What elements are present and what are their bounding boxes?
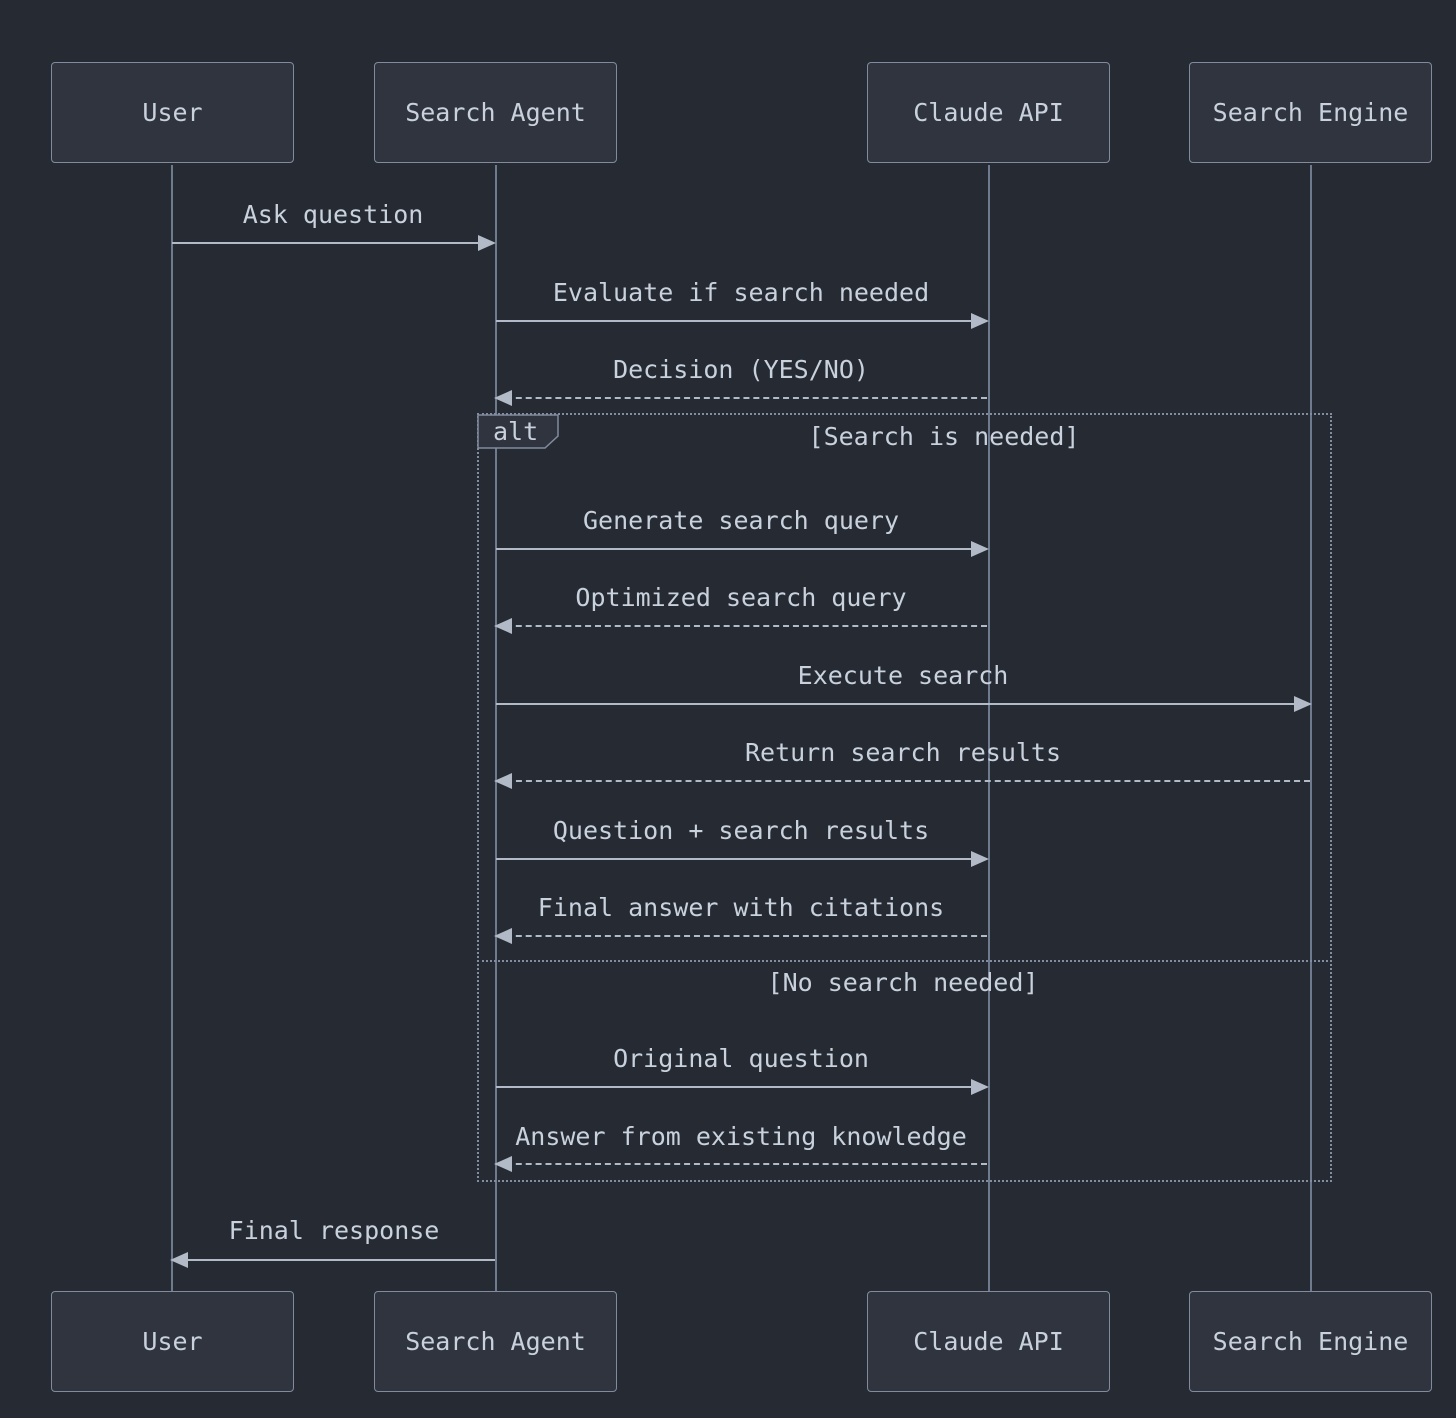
alt-guard-no-search-needed: [No search needed]	[767, 968, 1039, 997]
participant-search-engine-bottom: Search Engine	[1189, 1291, 1432, 1392]
message-arrow-final-response	[170, 1252, 495, 1268]
message-arrow-execute-search	[496, 696, 1312, 712]
message-arrow-final-answer-with-citations	[494, 928, 987, 944]
participant-label: Search Engine	[1212, 1327, 1409, 1356]
message-label-final-answer-with-citations: Final answer with citations	[537, 893, 945, 922]
lifeline-search-engine	[1310, 165, 1312, 1292]
message-label-question-plus-results: Question + search results	[552, 816, 930, 845]
lifeline-user	[171, 165, 173, 1292]
participant-label: Claude API	[913, 1327, 1064, 1356]
message-label-return-search-results: Return search results	[744, 738, 1062, 767]
message-arrow-optimized-search-query	[494, 618, 987, 634]
arrowhead-icon	[494, 1156, 512, 1172]
arrowhead-icon	[1294, 696, 1312, 712]
participant-label: Search Engine	[1212, 98, 1409, 127]
participant-label: Search Agent	[405, 1327, 586, 1356]
message-label-evaluate-if-search-needed: Evaluate if search needed	[552, 278, 930, 307]
arrowhead-icon	[971, 313, 989, 329]
participant-search-agent-top: Search Agent	[374, 62, 617, 163]
message-label-original-question: Original question	[613, 1044, 869, 1073]
arrowhead-icon	[494, 773, 512, 789]
participant-label: Search Agent	[405, 98, 586, 127]
alt-else-divider	[477, 960, 1332, 962]
participant-user-bottom: User	[51, 1291, 294, 1392]
alt-frame	[477, 413, 1332, 1182]
participant-label: Claude API	[913, 98, 1064, 127]
participant-search-engine-top: Search Engine	[1189, 62, 1432, 163]
message-label-execute-search: Execute search	[797, 661, 1009, 690]
message-label-final-response: Final response	[228, 1216, 440, 1245]
participant-label: User	[142, 1327, 203, 1356]
arrowhead-icon	[494, 618, 512, 634]
message-arrow-decision	[494, 390, 987, 406]
message-arrow-ask-question	[172, 235, 496, 251]
participant-user-top: User	[51, 62, 294, 163]
message-arrow-answer-existing-knowledge	[494, 1156, 987, 1172]
message-arrow-return-search-results	[494, 773, 1310, 789]
participant-search-agent-bottom: Search Agent	[374, 1291, 617, 1392]
message-label-generate-search-query: Generate search query	[582, 506, 900, 535]
alt-label-tag: alt	[477, 414, 559, 449]
arrowhead-icon	[971, 851, 989, 867]
participant-label: User	[142, 98, 203, 127]
message-label-ask-question: Ask question	[242, 200, 424, 229]
lifeline-search-agent	[495, 165, 497, 1292]
arrowhead-icon	[170, 1252, 188, 1268]
message-arrow-evaluate-if-search-needed	[496, 313, 989, 329]
arrowhead-icon	[494, 928, 512, 944]
message-arrow-original-question	[496, 1079, 989, 1095]
arrowhead-icon	[478, 235, 496, 251]
participant-claude-api-top: Claude API	[867, 62, 1110, 163]
message-arrow-question-plus-results	[496, 851, 989, 867]
message-label-answer-existing-knowledge: Answer from existing knowledge	[515, 1122, 967, 1151]
arrowhead-icon	[971, 1079, 989, 1095]
alt-guard-search-needed: [Search is needed]	[808, 422, 1080, 451]
message-label-decision: Decision (YES/NO)	[613, 355, 869, 384]
arrowhead-icon	[494, 390, 512, 406]
message-arrow-generate-search-query	[496, 541, 989, 557]
arrowhead-icon	[971, 541, 989, 557]
message-label-optimized-search-query: Optimized search query	[575, 583, 907, 612]
lifeline-claude-api	[988, 165, 990, 1292]
alt-label: alt	[493, 417, 539, 446]
alt-tag-shape-icon	[477, 414, 559, 449]
participant-claude-api-bottom: Claude API	[867, 1291, 1110, 1392]
